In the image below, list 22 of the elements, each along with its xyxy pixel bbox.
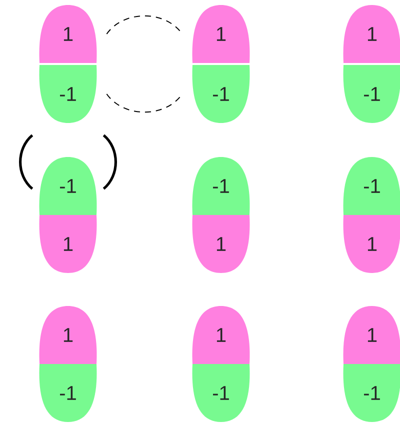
orbital-lobe: 1 — [343, 5, 400, 63]
dashed-arc — [106, 15, 183, 34]
orbital-lobe: 1 — [192, 215, 250, 273]
orbital-lobe: -1 — [192, 364, 250, 422]
orbital-lobe: -1 — [39, 157, 97, 215]
orbital-lobe: 1 — [192, 5, 250, 63]
orbital-lobe: 1 — [39, 5, 97, 63]
orbital-lobe: 1 — [39, 215, 97, 273]
orbital-lobe: 1 — [192, 306, 250, 364]
orbital-lobe: -1 — [343, 65, 400, 123]
orbital-lobe: -1 — [192, 157, 250, 215]
arc — [19, 134, 34, 190]
orbital-lobe: -1 — [343, 157, 400, 215]
orbital-lobe: -1 — [39, 65, 97, 123]
orbital-lobe: 1 — [343, 215, 400, 273]
orbital-lobe: -1 — [192, 65, 250, 123]
dashed-arc — [106, 94, 183, 113]
orbital-lobe: 1 — [39, 306, 97, 364]
orbital-lobe: -1 — [343, 364, 400, 422]
arc — [102, 134, 117, 190]
orbital-lobe: -1 — [39, 364, 97, 422]
orbital-lobe: 1 — [343, 306, 400, 364]
